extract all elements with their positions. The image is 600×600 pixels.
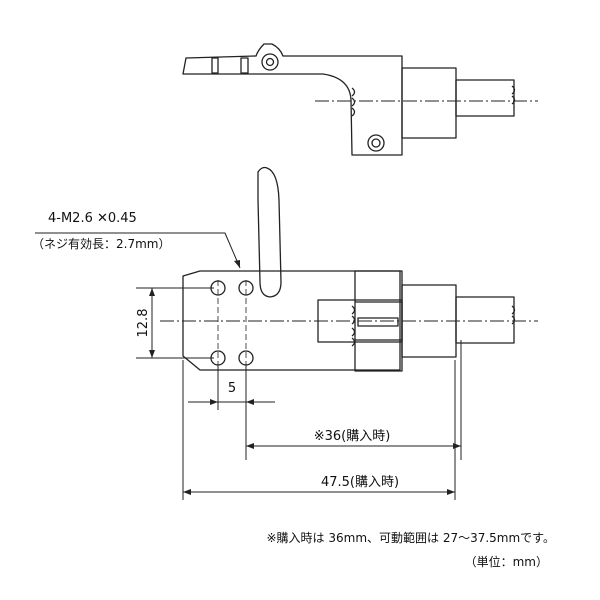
footnote: ※購入時は 36mm、可動範囲は 27〜37.5mmです。: [266, 530, 555, 545]
side-view: [182, 43, 516, 156]
side-view-body: [182, 43, 403, 156]
plan-view: [182, 166, 516, 372]
side-connector-block: [401, 67, 457, 139]
thread-leader: [35, 232, 241, 269]
headshell-plate: [182, 270, 401, 371]
shaft: [455, 296, 515, 344]
mount-slot-2: [240, 57, 249, 74]
thread-spec-label: 4-M2.6 ✕0.45: [48, 211, 137, 226]
dim-pitch-label: 5: [228, 381, 236, 396]
dimension-lines: [35, 232, 462, 500]
dim-purchase-label: ※36(購入時): [314, 429, 391, 444]
finger-lift: [257, 166, 282, 298]
dim-total-label: 47.5(購入時): [321, 475, 399, 490]
thread-note-label: （ネジ有効長：2.7mm）: [32, 236, 170, 251]
side-connector-pin: [455, 79, 515, 117]
side-screw: [367, 134, 385, 152]
hinge-pivot: [261, 53, 279, 71]
dim-height-label: 12.8: [136, 309, 151, 338]
mount-slot-1: [211, 57, 219, 74]
unit-note: （単位：mm）: [465, 554, 548, 569]
